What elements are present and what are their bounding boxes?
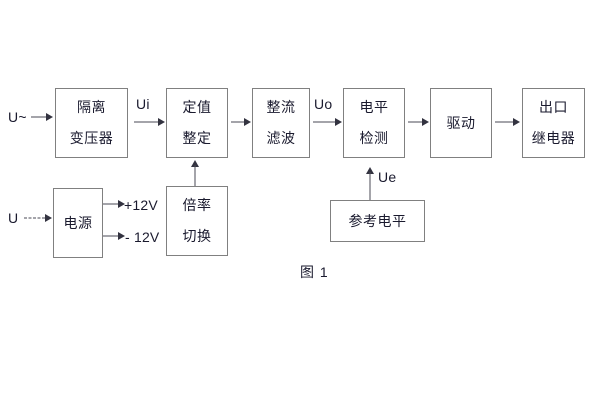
- block-reference-level: 参考电平: [330, 200, 425, 242]
- arrow-input-ac-to-isolation-transformer: [31, 111, 53, 123]
- arrow-drive-to-output-relay: [495, 116, 520, 128]
- block-output-relay: 出口 继电器: [522, 88, 585, 158]
- block-multiplier-switch: 倍率 切换: [166, 186, 228, 256]
- block-level-detection-line-2: 检测: [359, 130, 389, 146]
- arrow-reference-level-to-level-detection: [366, 167, 374, 200]
- block-level-detection-line-1: 电平: [359, 99, 389, 116]
- block-rectify-filter: 整流 滤波: [252, 88, 310, 158]
- signal-ue-label: Ue: [378, 169, 397, 185]
- block-power-supply-line-1: 电源: [63, 214, 93, 231]
- block-setting-value-line-2: 整定: [182, 130, 212, 146]
- block-rectify-filter-line-1: 整流: [266, 99, 296, 116]
- block-setting-value-line-1: 定值: [182, 99, 212, 116]
- block-isolation-transformer: 隔离 变压器: [55, 88, 128, 158]
- input-dc-label: U: [8, 210, 19, 226]
- rail-negative-label: - 12V: [125, 229, 160, 245]
- block-isolation-transformer-line-1: 隔离: [77, 99, 106, 116]
- arrow-level-detection-to-drive: [408, 116, 429, 128]
- figure-caption: 图 1: [300, 264, 329, 280]
- block-multiplier-switch-line-1: 倍率: [182, 197, 212, 214]
- rail-positive-label: +12V: [124, 197, 158, 213]
- input-ac-label: U~: [8, 109, 27, 125]
- block-setting-value: 定值 整定: [166, 88, 228, 158]
- block-output-relay-line-2: 继电器: [531, 130, 576, 146]
- block-multiplier-switch-line-2: 切换: [182, 228, 212, 244]
- arrow-setting-value-to-rectify-filter: [231, 116, 251, 128]
- arrow-input-dc-to-power-supply: [24, 212, 52, 224]
- block-rectify-filter-line-2: 滤波: [266, 130, 296, 146]
- block-power-supply: 电源: [53, 188, 103, 258]
- block-drive-line-1: 驱动: [446, 114, 476, 131]
- signal-uo-label: Uo: [314, 96, 333, 112]
- block-reference-level-line-1: 参考电平: [348, 212, 407, 229]
- block-drive: 驱动: [430, 88, 492, 158]
- arrow-multiplier-switch-to-setting-value: [191, 160, 199, 186]
- arrow-rectify-filter-to-level-detection: [313, 116, 342, 128]
- arrow-rail-positive: [103, 198, 125, 210]
- block-level-detection: 电平 检测: [343, 88, 405, 158]
- arrow-isolation-transformer-to-setting-value: [134, 116, 165, 128]
- block-isolation-transformer-line-2: 变压器: [69, 130, 114, 146]
- block-output-relay-line-1: 出口: [539, 99, 568, 116]
- signal-ui-label: Ui: [136, 96, 150, 112]
- arrow-rail-negative: [103, 230, 125, 242]
